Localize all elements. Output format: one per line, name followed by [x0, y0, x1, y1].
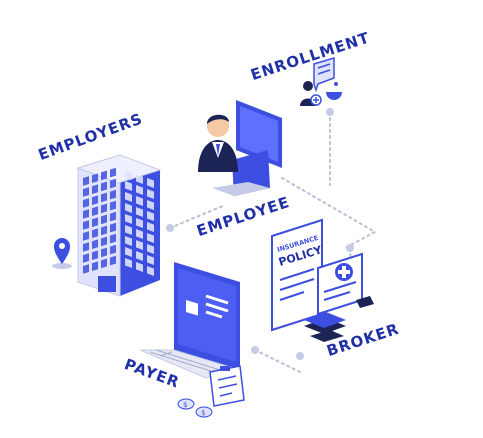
building-window — [83, 264, 89, 274]
building-window — [83, 242, 89, 252]
building-window — [83, 231, 89, 241]
building-window — [147, 255, 154, 265]
building-window — [92, 239, 98, 249]
building-window — [147, 233, 154, 243]
building-window — [136, 218, 143, 228]
connector-payer — [254, 349, 301, 373]
building-window — [92, 195, 98, 205]
building-window — [101, 247, 107, 258]
building-window — [101, 236, 107, 247]
coin-icon: $ $ — [177, 398, 213, 418]
building-window — [110, 233, 116, 244]
building-window — [147, 244, 154, 254]
building-window — [136, 174, 143, 184]
laptop-icon — [212, 150, 270, 196]
building-window — [101, 170, 107, 181]
building-window — [125, 247, 132, 257]
building-window — [136, 196, 143, 206]
cash-icon — [304, 312, 346, 342]
building-window — [92, 206, 98, 216]
building-window — [125, 236, 132, 246]
svg-text:$: $ — [201, 409, 205, 417]
monitor-icon — [236, 100, 282, 243]
building-window — [125, 203, 132, 213]
building-window — [136, 240, 143, 250]
building-window — [92, 261, 98, 271]
building-window — [101, 203, 107, 214]
connector-employers — [169, 204, 226, 229]
location-pin-icon — [52, 238, 72, 269]
building-window — [83, 209, 89, 219]
handshake-icon — [356, 296, 374, 308]
insurance-policy-icon: INSURANCE POLICY — [271, 218, 324, 332]
building-window — [92, 228, 98, 238]
connector-employee-broker — [281, 177, 378, 249]
businessman-icon — [198, 114, 238, 172]
building-window — [110, 211, 116, 222]
user-add-icon — [300, 81, 342, 106]
clipboard-icon — [209, 365, 245, 407]
building-window — [83, 220, 89, 230]
building-window — [136, 262, 143, 272]
building-window — [147, 211, 154, 221]
building-window — [136, 251, 143, 261]
building-window — [101, 214, 107, 225]
building-window — [83, 176, 89, 186]
building-window — [110, 178, 116, 189]
building-window — [125, 192, 132, 202]
building-window — [125, 214, 132, 224]
building-window — [125, 170, 132, 180]
connector-nodes — [166, 108, 354, 360]
building-window — [92, 250, 98, 260]
building-window — [92, 184, 98, 194]
building-window — [125, 181, 132, 191]
building-window — [110, 244, 116, 255]
building-window — [110, 189, 116, 200]
building-window — [83, 253, 89, 263]
building-window — [92, 173, 98, 183]
building-window — [101, 258, 107, 269]
building-window — [110, 222, 116, 233]
building-window — [147, 200, 154, 210]
building-window — [110, 255, 116, 266]
building-window — [147, 266, 154, 276]
svg-text:$: $ — [183, 401, 187, 409]
building-window — [92, 217, 98, 227]
building-window — [101, 225, 107, 236]
building-window — [147, 222, 154, 232]
enrollment-icon — [300, 56, 342, 106]
building-icon — [76, 154, 162, 297]
building-window — [147, 189, 154, 199]
building-window — [101, 192, 107, 203]
building-window — [83, 187, 89, 197]
chat-bubble-icon — [313, 56, 335, 93]
building-window — [110, 167, 116, 178]
building-window — [125, 225, 132, 235]
building-window — [136, 185, 143, 195]
building-window — [136, 207, 143, 217]
building-window — [147, 178, 154, 188]
medical-card-icon — [317, 252, 363, 316]
building-window — [136, 229, 143, 239]
building-window — [110, 200, 116, 211]
building-window — [125, 258, 132, 268]
building-window — [83, 198, 89, 208]
building-window — [101, 181, 107, 192]
